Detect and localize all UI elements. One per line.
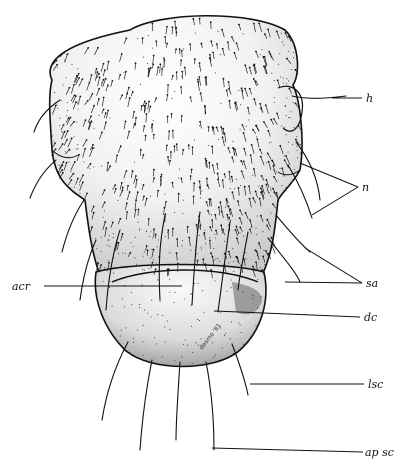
label-h: h [366,92,373,105]
scutellum [95,265,266,367]
apical-scutellar-bristle-left [140,360,152,450]
leader-sa-1 [305,248,362,283]
leader-sa-2 [285,282,362,283]
left-bristle-3 [62,200,84,252]
scutellar-bristle-inner [176,362,180,440]
supraalar-bristle-2 [268,238,300,282]
apical-scutellar-bristle-right [206,362,214,450]
label-dc: dc [364,311,377,324]
label-acr: acr [12,280,31,293]
label-sa: sa [366,277,378,290]
leader-n-1 [300,163,358,187]
label-n: n [362,181,369,194]
leader-apsc [212,448,363,452]
lateral-scutellar-bristle-left [102,342,128,420]
mesonotum-outline [50,16,302,275]
lateral-scutellar-bristle-right [232,344,248,395]
supraalar-bristle-1 [276,215,310,252]
label-lsc: lsc [368,378,383,391]
label-apsc: ap sc [365,446,394,459]
left-bristle-2 [30,160,56,198]
